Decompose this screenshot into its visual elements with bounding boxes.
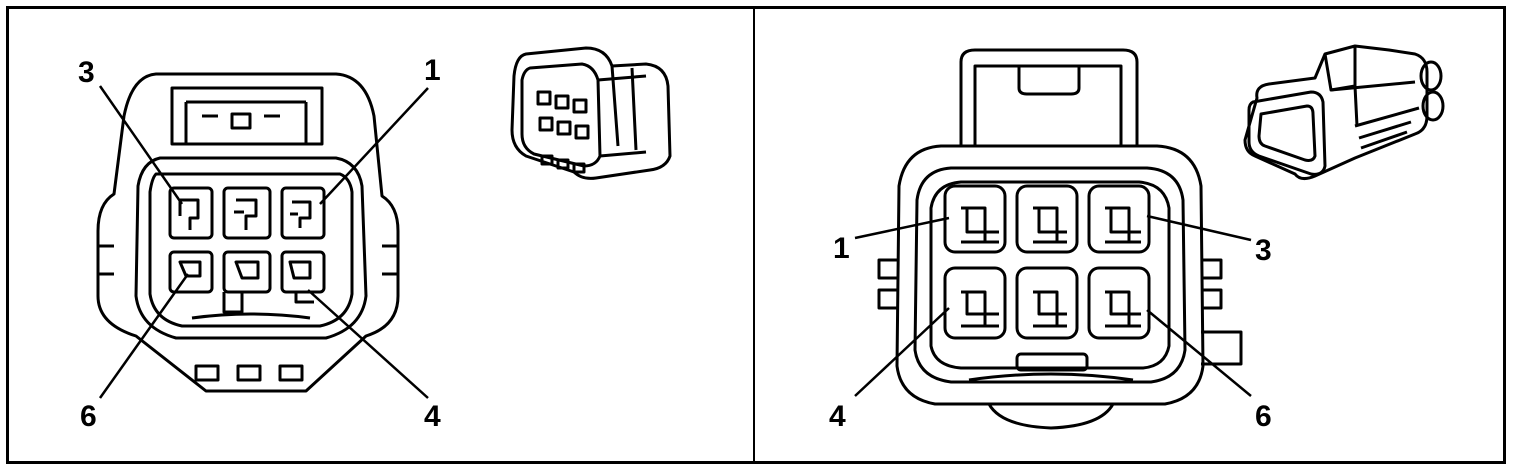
right-callout-pin-6: 6: [1255, 400, 1272, 433]
left-leader-4: [307, 289, 429, 399]
left-callout-pin-6: 6: [80, 400, 97, 433]
right-cavity-5: [1015, 266, 1079, 340]
right-cavity-6: [1087, 266, 1151, 340]
right-cavity-2: [1015, 184, 1079, 254]
right-callout-pin-4: 4: [829, 400, 846, 433]
right-callout-pin-1: 1: [833, 232, 850, 265]
left-cavity-4: [280, 250, 326, 294]
left-connector-drawing: [96, 46, 672, 399]
right-cavity-3: [1087, 184, 1151, 254]
left-bottom-window-3: [278, 364, 304, 382]
right-leader-6: [1146, 309, 1252, 397]
left-inner-ring: [134, 156, 368, 340]
left-cavity-6: [168, 250, 214, 294]
left-bottom-window-1: [194, 364, 220, 382]
left-leader-3: [98, 85, 184, 205]
left-connector-panel: 3 1 6 4: [6, 6, 753, 464]
right-connector-thumbnail: [1243, 44, 1445, 181]
right-cavity-4: [943, 266, 1007, 340]
left-leader-1: [319, 87, 429, 205]
right-housing-outline: [895, 144, 1205, 406]
left-callout-pin-4: 4: [424, 400, 441, 433]
right-leader-3: [1146, 214, 1252, 242]
right-inner-frame: [913, 166, 1187, 384]
left-callout-pin-3: 3: [78, 56, 95, 89]
right-connector-panel: 1 3 4 6: [755, 6, 1506, 464]
panel-divider: [753, 6, 755, 464]
diagram-frame: [6, 6, 1506, 464]
left-cavity-1: [280, 186, 326, 240]
right-leader-1: [854, 216, 950, 240]
left-leader-6: [98, 273, 190, 399]
left-connector-thumbnail: [510, 46, 672, 180]
right-top-tab: [959, 48, 1139, 146]
left-cavity-2: [222, 186, 272, 240]
right-callout-pin-3: 3: [1255, 234, 1272, 267]
left-callout-pin-1: 1: [424, 54, 441, 87]
left-cavity-3: [168, 186, 214, 240]
left-locking-tab: [170, 86, 324, 146]
right-leader-4: [854, 307, 950, 397]
left-cavity-5: [222, 250, 272, 294]
left-bottom-window-2: [236, 364, 262, 382]
right-connector-drawing: [854, 44, 1445, 430]
left-housing-outline: [96, 72, 400, 393]
